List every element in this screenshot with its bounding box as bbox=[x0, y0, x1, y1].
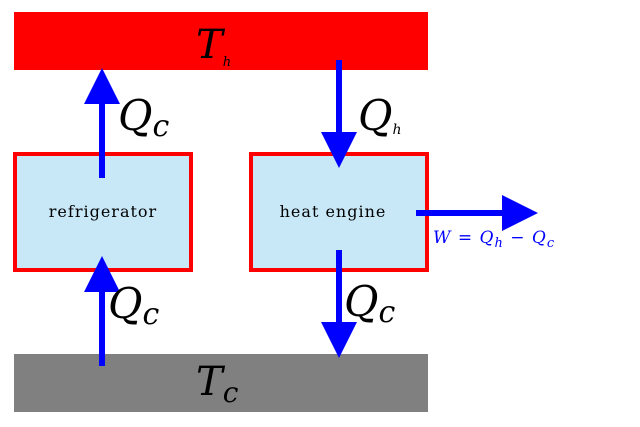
refrigerator-label: refrigerator bbox=[49, 202, 157, 221]
engine-in-subscript: h bbox=[392, 122, 401, 138]
engine-out-symbol: Q bbox=[344, 277, 378, 326]
refrigerator-in-subscript: c bbox=[142, 297, 159, 332]
engine-in-label: Qh bbox=[358, 91, 401, 140]
work-label-lhs: W = Q bbox=[433, 228, 494, 248]
engine-in-symbol: Q bbox=[358, 91, 392, 140]
engine-heat-in-flow: Qh bbox=[321, 60, 401, 168]
cold-reservoir: Tc bbox=[14, 354, 428, 412]
work-label-sub2: c bbox=[547, 236, 555, 251]
hot-reservoir-subscript: h bbox=[223, 55, 231, 70]
work-label: W = Qh − Qc bbox=[433, 228, 555, 251]
hot-reservoir-bar bbox=[14, 12, 428, 70]
refrigerator-heat-out-flow: Qc bbox=[84, 68, 169, 178]
refrigerator-in-label: Qc bbox=[108, 279, 159, 332]
work-label-minus: − Q bbox=[504, 228, 547, 248]
cold-reservoir-subscript: c bbox=[223, 376, 239, 409]
refrigerator-out-label: Qc bbox=[118, 91, 169, 144]
cold-reservoir-label: Tc bbox=[196, 359, 239, 409]
engine-out-subscript: c bbox=[378, 295, 395, 330]
engine-heat-out-flow: Qc bbox=[321, 250, 395, 358]
work-output-flow: W = Qh − Qc bbox=[416, 195, 555, 251]
work-label-sub1: h bbox=[494, 236, 503, 251]
cold-reservoir-bar bbox=[14, 354, 428, 412]
engine-out-label: Qc bbox=[344, 277, 395, 330]
refrigerator-out-subscript: c bbox=[152, 109, 169, 144]
heat-engine-label: heat engine bbox=[280, 202, 387, 221]
hot-reservoir: Th bbox=[14, 12, 428, 70]
refrigerator-in-symbol: Q bbox=[108, 279, 142, 328]
hot-reservoir-symbol: T bbox=[196, 22, 226, 68]
hot-reservoir-label: Th bbox=[196, 22, 231, 70]
refrigerator-heat-in-flow: Qc bbox=[84, 256, 159, 366]
cold-reservoir-symbol: T bbox=[196, 359, 226, 405]
refrigerator-out-symbol: Q bbox=[118, 91, 152, 140]
